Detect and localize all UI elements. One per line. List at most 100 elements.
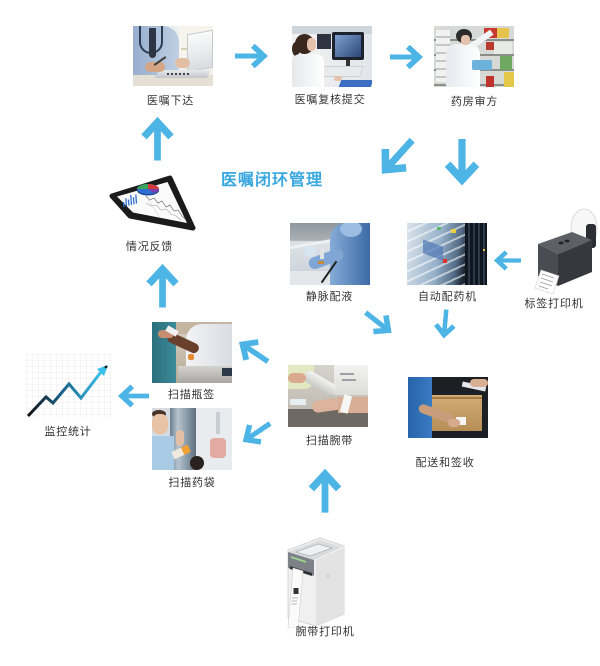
flow-arrow-scan-bottle-to-feedback — [146, 262, 180, 307]
printer-side — [316, 548, 344, 626]
hand-left — [145, 62, 165, 72]
arrow-shaft — [383, 137, 415, 172]
node-order-issue: 医嘱下达 — [133, 26, 213, 110]
arrow-shaft — [245, 420, 272, 441]
laptop-screen — [187, 29, 213, 73]
arrow-head — [238, 338, 259, 361]
printer-side — [558, 240, 592, 286]
printer-button — [558, 241, 564, 245]
node-label: 情况反馈 — [125, 241, 174, 253]
patient-head — [190, 456, 204, 470]
flow-arrow-wristband-printer-to-scan-wristband — [308, 467, 342, 513]
hand — [334, 76, 342, 81]
red-box — [486, 42, 496, 50]
node-wristband-printer: 腕带打印机 — [276, 530, 360, 642]
machine-interior — [465, 223, 487, 285]
tablet-drawing — [109, 175, 196, 231]
hand-right — [175, 58, 190, 68]
monitor-screen — [335, 35, 361, 57]
node-pharmacy-review: 药房审方 — [434, 26, 514, 110]
shipping-label — [456, 417, 466, 425]
label-printer-drawing — [534, 208, 598, 294]
medicine-bag-scan-photo — [152, 408, 232, 470]
arrow-head — [117, 384, 134, 408]
nurse-arm — [176, 430, 184, 446]
arrow-icon — [117, 384, 149, 408]
nurse-at-computer-photo — [292, 26, 372, 87]
arrow-icon — [242, 420, 272, 445]
node-order-review: 医嘱复核提交 — [292, 26, 372, 110]
node-label: 监控统计 — [44, 426, 92, 438]
arrow-head — [372, 314, 392, 334]
bar-chart — [122, 194, 138, 208]
lid-window — [295, 543, 333, 557]
wristband-printer-icon — [276, 530, 348, 628]
hand — [158, 330, 174, 338]
node-label: 医嘱复核提交 — [294, 94, 366, 106]
monitor-stand — [346, 60, 350, 66]
face — [307, 38, 316, 51]
diagram-title: 医嘱闭环管理 — [221, 172, 324, 189]
node-label: 扫描腕带 — [305, 435, 354, 447]
package-delivery-photo — [408, 377, 488, 438]
desk — [133, 75, 213, 86]
gloved-hand — [304, 245, 316, 257]
arrow-head — [493, 249, 508, 271]
blanket — [178, 366, 232, 383]
pie-slice-red — [148, 184, 159, 189]
node-label: 自动配药机 — [418, 291, 477, 303]
clean-room-compounding-photo — [290, 223, 370, 285]
wristband-text — [291, 597, 298, 605]
keyboard-keys — [167, 73, 189, 75]
flow-arrow-feedback-to-order-issue — [141, 115, 175, 160]
flow-arrow-scan-wristband-to-scan-bottle — [231, 330, 276, 373]
node-label: 扫描瓶签 — [167, 389, 216, 401]
pie-slice-purple — [148, 189, 160, 194]
nurse-hand — [288, 373, 306, 383]
white-coat — [292, 54, 324, 87]
node-scan-bag: 扫描药袋 — [152, 408, 232, 492]
node-delivery: 配送和签收 — [408, 377, 488, 471]
vial-cap — [318, 261, 324, 264]
arrow-head — [146, 263, 179, 286]
tablet-dashboard-icon — [108, 172, 196, 236]
arrow-icon — [141, 116, 174, 160]
white-boxes — [494, 42, 512, 54]
yellow-box — [451, 229, 456, 233]
blue-folder — [338, 80, 372, 87]
table — [288, 409, 368, 427]
arrow-head — [141, 116, 174, 139]
flow-arrow-auto-dispenser-to-delivery — [432, 309, 458, 341]
arrow-icon — [308, 468, 342, 513]
wristband-printer-drawing — [287, 537, 345, 628]
node-label: 静脉配液 — [305, 291, 354, 303]
trend-end-dot — [104, 365, 108, 369]
device-slot — [342, 379, 356, 381]
trend-chart-drawing — [26, 354, 112, 418]
arrow-shaft — [241, 342, 270, 364]
face — [461, 35, 470, 45]
vial — [320, 249, 324, 259]
keyboard — [317, 66, 365, 77]
small-monitor — [317, 34, 331, 49]
printer-top — [538, 232, 592, 254]
necktie — [149, 28, 156, 58]
rising-trend-chart-icon — [26, 354, 112, 418]
node-label: 腕带打印机 — [295, 626, 355, 638]
hood-cap — [340, 223, 362, 237]
box-tape — [430, 397, 482, 399]
flow-arrow-scan-wristband-to-scan-bag — [235, 412, 278, 453]
iv-pole — [216, 412, 220, 434]
automated-dispensing-machine-photo — [407, 223, 487, 285]
green-box — [500, 56, 512, 70]
bottle-label-scan-photo — [152, 322, 232, 383]
flow-arrow-pharmacy-review-to-auto-dispenser — [444, 139, 480, 187]
arrow-head — [433, 322, 456, 339]
arrow-icon — [363, 310, 392, 334]
arrow-icon — [493, 249, 521, 271]
node-label-printer: 标签打印机 — [520, 205, 600, 313]
side-button — [326, 574, 330, 578]
arrow-shaft — [363, 310, 389, 332]
arrow-icon — [238, 338, 270, 364]
